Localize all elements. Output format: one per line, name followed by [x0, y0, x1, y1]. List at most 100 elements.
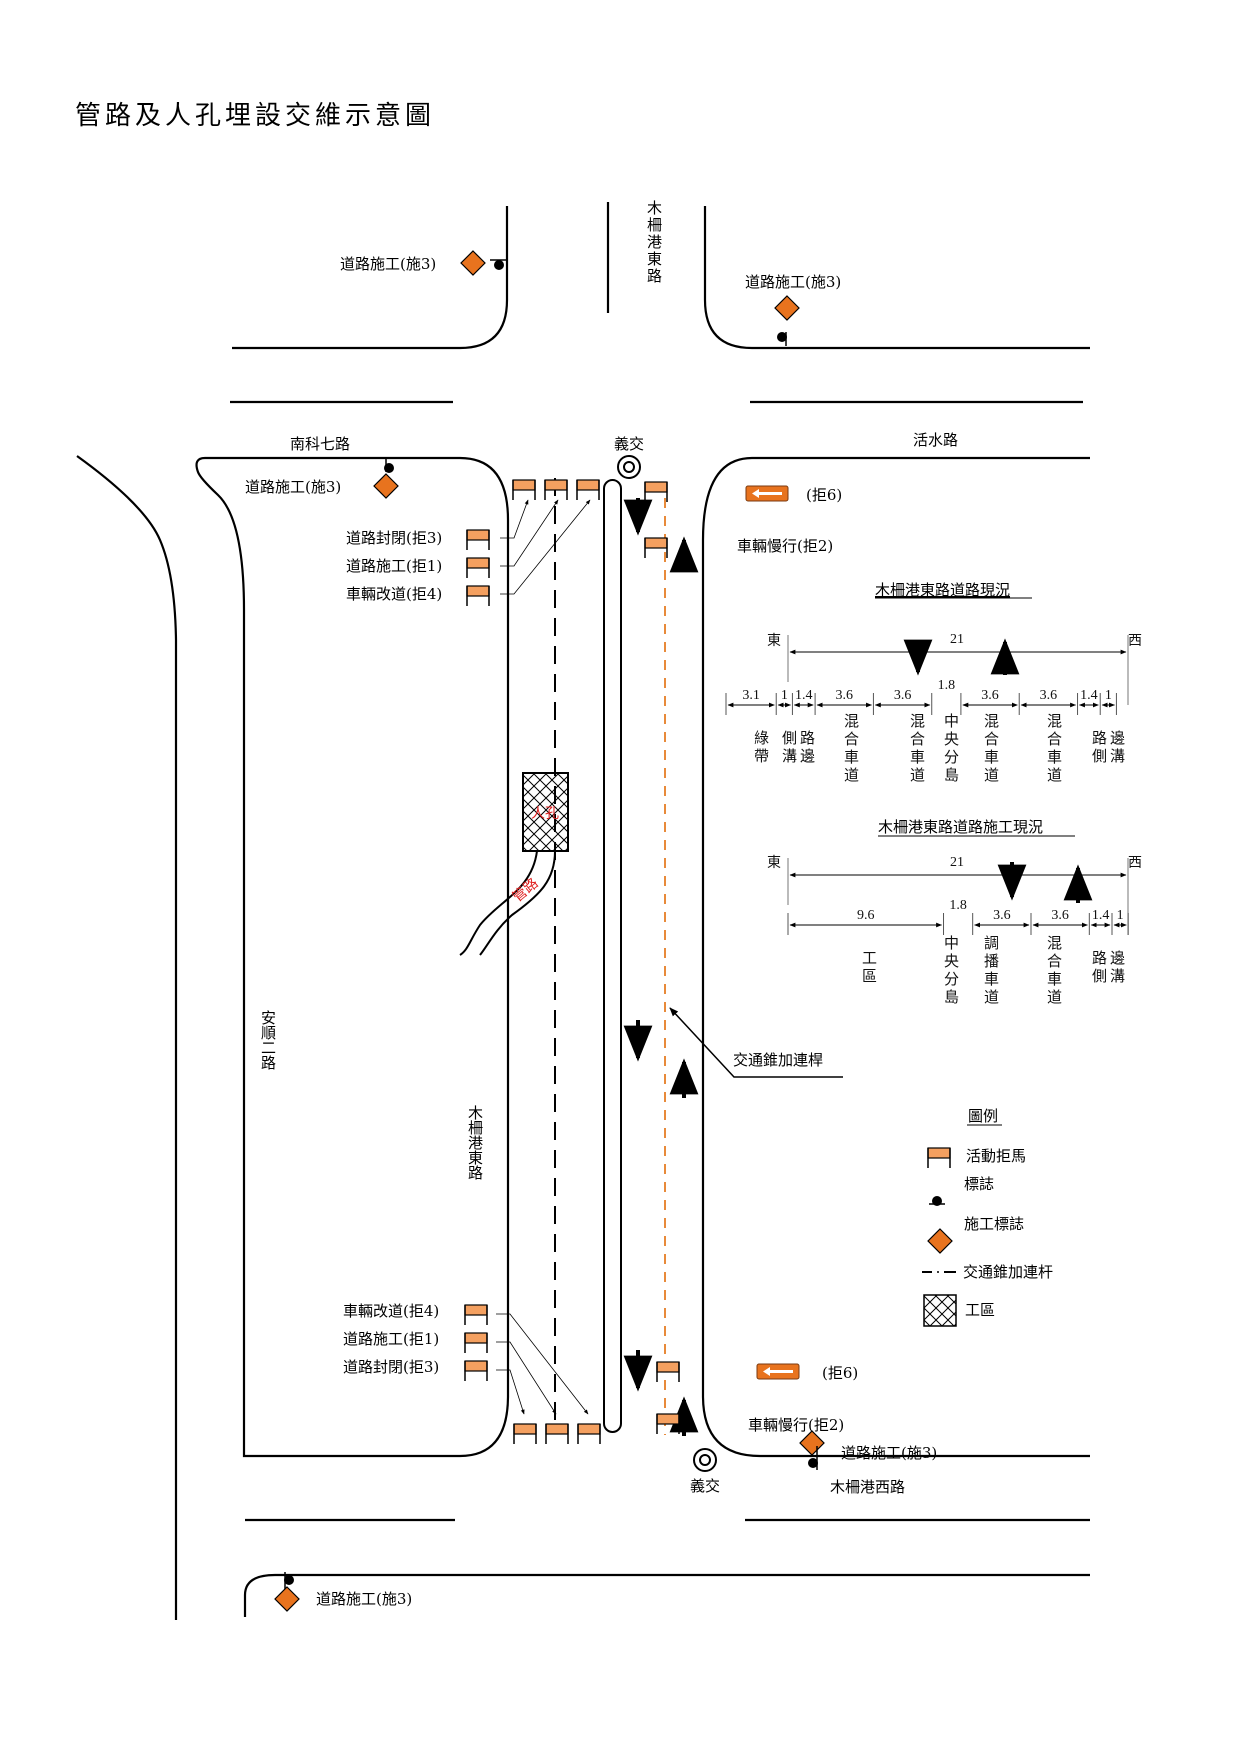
callout-label: 交通錐加連桿	[733, 1051, 823, 1069]
construction-sign-south	[799, 1430, 825, 1470]
police-signal-north	[617, 455, 641, 479]
construction-sign-nw	[460, 250, 507, 276]
lane-label: 中央分島	[942, 713, 959, 785]
sign-label: 道路施工(施3)	[340, 255, 436, 273]
section-title: 木柵港東路道路施工現況	[878, 818, 1043, 836]
legend-label: 工區	[965, 1301, 995, 1319]
lane-label: 混合車道	[908, 713, 925, 785]
road-label-nanke7: 南科七路	[290, 435, 350, 453]
legend-label: 標誌	[964, 1175, 994, 1193]
cross-section-construction: 木柵港東路道路施工現況 東 西 21 9.6 1.8 3.6 3.6 1.4 1 工區 中央…	[767, 818, 1142, 1007]
barrier-label: 車輛改道(拒4)	[346, 585, 442, 603]
median-island	[603, 479, 622, 1433]
lane-label: 混合車道	[1045, 713, 1062, 785]
section-title: 木柵港東路道路現況	[875, 581, 1010, 599]
dimension-value: 1.8	[938, 678, 956, 693]
pipe-label: 管路	[510, 875, 542, 905]
lane-label: 路側	[1090, 950, 1107, 986]
dimension-value: 3.1	[742, 688, 760, 703]
lane-label: 側溝	[780, 730, 797, 766]
dimension-value: 9.6	[857, 908, 875, 923]
west-block-outline	[195, 456, 510, 1458]
slow-label: 車輛慢行(拒2)	[748, 1416, 844, 1434]
lane-label: 工區	[860, 950, 877, 986]
police-signal-south	[693, 1448, 717, 1472]
dimension-value: 3.6	[894, 688, 912, 703]
lane-label: 中央分島	[942, 935, 959, 1007]
dimension-value: 1	[781, 688, 788, 703]
arrow-board-label: (拒6)	[822, 1364, 858, 1382]
dimension-value: 1.4	[1080, 688, 1098, 703]
dimension-value: 3.6	[836, 688, 854, 703]
sign-label: 道路施工(施3)	[745, 273, 841, 291]
construction-sign-nanke7	[373, 458, 399, 499]
dimension-value: 1	[1117, 908, 1124, 923]
lane-label: 邊溝	[1108, 950, 1125, 986]
work-zone-icon	[923, 1294, 957, 1327]
manhole-label: 人孔	[531, 806, 559, 822]
svg-text:東: 東	[767, 855, 781, 871]
legend-label: 交通錐加連杆	[963, 1263, 1053, 1281]
arrow-board-icon	[745, 485, 789, 502]
slow-label: 車輛慢行(拒2)	[737, 537, 833, 555]
dimension-value: 1.4	[1092, 908, 1110, 923]
work-zone: 人孔 管路	[459, 772, 569, 956]
barrier-label: 車輛改道(拒4)	[343, 1302, 439, 1320]
road-label-west: 木柵港西路	[830, 1478, 905, 1496]
lane-label: 混合車道	[1045, 935, 1062, 1007]
dimension-value: 3.6	[1051, 908, 1069, 923]
svg-text:西: 西	[1128, 856, 1142, 871]
legend-title: 圖例	[968, 1107, 998, 1125]
sign-label: 道路施工(施3)	[316, 1590, 412, 1608]
road-label-anshun2: 安順二路	[259, 1010, 277, 1070]
road-label-main-vertical: 木柵港東路	[466, 1105, 484, 1180]
west-road-edge	[76, 455, 178, 1620]
barrier-legend-bottom: 車輛改道(拒4) 道路施工(拒1) 道路封閉(拒3)	[343, 1302, 589, 1415]
barrier-group-top	[512, 479, 668, 559]
lane-label: 混合車道	[842, 713, 859, 785]
arrow-board-label: (拒6)	[806, 486, 842, 504]
lane-label: 混合車道	[982, 713, 999, 785]
dimension-value: 1.4	[795, 688, 813, 703]
barrier-label: 道路封閉(拒3)	[343, 1358, 439, 1376]
sign-label: 道路施工(施3)	[841, 1444, 937, 1462]
lane-label: 邊溝	[1108, 730, 1125, 766]
lane-label: 路邊	[798, 730, 815, 766]
lane-label: 調播車道	[982, 935, 999, 1007]
lane-label: 路側	[1090, 730, 1107, 766]
svg-text:21: 21	[950, 632, 964, 647]
road-label-north-vertical: 木柵港東路	[645, 200, 663, 285]
construction-sign-southwest	[274, 1572, 300, 1612]
legend-label: 活動拒馬	[966, 1147, 1026, 1165]
signal-label-south: 義交	[690, 1477, 720, 1495]
dimension-value: 1.8	[949, 898, 967, 913]
cone-bar-icon	[922, 1271, 956, 1273]
traffic-arrows	[623, 498, 699, 1436]
arrow-board-icon	[756, 1363, 800, 1380]
dimension-value: 3.6	[993, 908, 1011, 923]
east-block-outline	[701, 456, 1090, 1458]
barrier-label: 道路施工(拒1)	[346, 557, 442, 575]
dimension-value: 3.6	[1040, 688, 1058, 703]
sign-post-icon	[929, 1196, 945, 1206]
road-label-huoshui: 活水路	[913, 431, 958, 449]
construction-sign-ne	[774, 295, 800, 346]
barrier-label: 道路施工(拒1)	[343, 1330, 439, 1348]
barrier-group-bottom	[513, 1361, 680, 1445]
svg-text:21: 21	[950, 855, 964, 870]
sign-label: 道路施工(施3)	[245, 478, 341, 496]
legend: 圖例 活動拒馬 標誌 施工標誌 交通錐加連杆 工區	[922, 1107, 1053, 1327]
signal-label-north: 義交	[614, 435, 644, 453]
barrier-legend-top: 道路封閉(拒3) 道路施工(拒1) 車輛改道(拒4)	[346, 499, 591, 607]
dimension-value: 3.6	[981, 688, 999, 703]
callout-line	[669, 1007, 843, 1078]
lane-label: 綠帶	[752, 730, 769, 766]
barrier-icon	[927, 1147, 951, 1169]
dimension-value: 1	[1105, 688, 1112, 703]
page-title: 管路及人孔埋設交維示意圖	[75, 101, 436, 131]
legend-label: 施工標誌	[964, 1215, 1024, 1233]
svg-text:東: 東	[767, 633, 781, 649]
barrier-label: 道路封閉(拒3)	[346, 529, 442, 547]
